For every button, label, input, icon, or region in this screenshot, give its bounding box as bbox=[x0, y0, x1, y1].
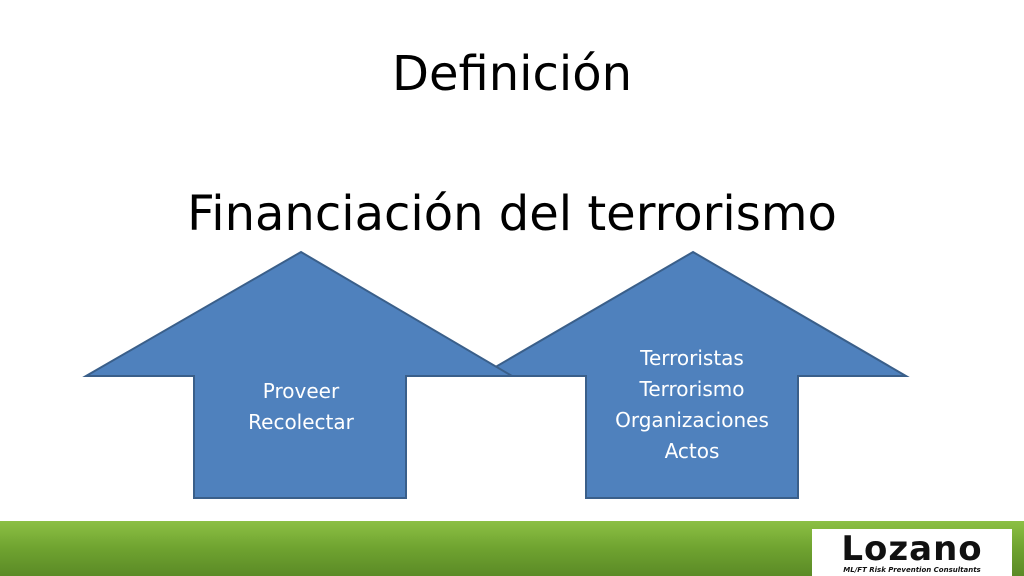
arrow-left-line-1: Proveer bbox=[262, 379, 340, 403]
up-arrow-left bbox=[82, 250, 516, 499]
slide-subtitle: Financiación del terrorismo bbox=[187, 186, 837, 242]
arrow-right-line-2: Terrorismo bbox=[639, 377, 745, 401]
arrow-right-line-4: Actos bbox=[664, 439, 720, 463]
arrow-right-line-3: Organizaciones bbox=[615, 408, 769, 432]
arrow-left-line-2: Recolectar bbox=[248, 410, 354, 434]
logo-tagline: ML/FT Risk Prevention Consultants bbox=[843, 566, 981, 574]
arrow-right-line-1: Terroristas bbox=[640, 346, 744, 370]
company-logo bbox=[812, 529, 1012, 576]
slide-title: Definición bbox=[392, 46, 632, 102]
logo-wordmark: Lozano bbox=[841, 529, 983, 569]
arrow-left-text: Proveer Recolectar bbox=[196, 376, 406, 438]
arrow-right-text: Terroristas Terrorismo Organizaciones Ac… bbox=[586, 343, 798, 467]
